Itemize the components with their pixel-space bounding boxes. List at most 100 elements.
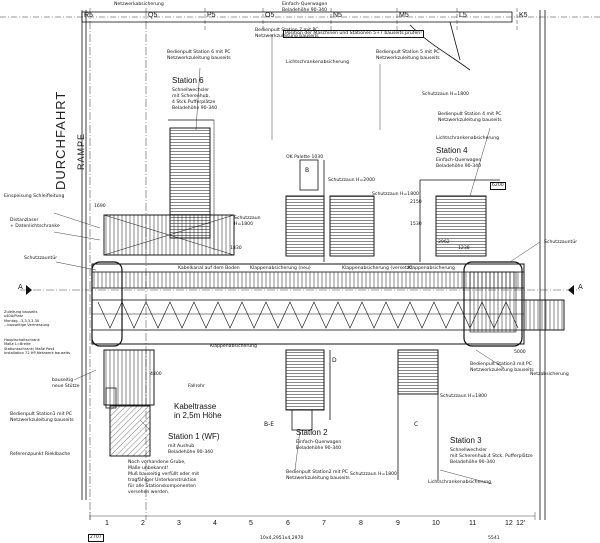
dim-4800: 4800 xyxy=(150,372,162,377)
schutzzaun-h2000: Schutzzaun H=2000 xyxy=(328,178,375,183)
klappen-label-1: Klappenabsicherung xyxy=(408,266,455,271)
pult-3-callout: Bedienpult Station3 mit PC Netzwerkzulei… xyxy=(470,362,534,373)
pult-2-callout: Bedienpult Station2 mit PC Netzwerkzulei… xyxy=(286,470,350,481)
einspeisung-callout: Einspeisung Schleifleitung xyxy=(4,194,65,199)
dim-2150: 2150 xyxy=(410,200,422,205)
station-3-desc: Schnellwechsler mit Scherenhub,4 Stck. P… xyxy=(450,448,533,465)
dim-1830: 1830 xyxy=(230,246,242,251)
bauseitig-pfeiler: bauseitig neue Stütze xyxy=(52,378,80,389)
dim-1530: 1530 xyxy=(410,222,422,227)
grid-3: 3 xyxy=(177,520,181,527)
distanzlaser-callout: Distanzlaser + Datenlichtschranke xyxy=(10,218,60,229)
grid-6: 6 xyxy=(286,520,290,527)
lichtschranke-top: Lichtschrankenabsicherung xyxy=(286,60,350,65)
station-1-title: Station 1 (WF) xyxy=(168,432,220,441)
schutzzaun-h1800-a: Schutzzaun H=1800 xyxy=(372,192,419,197)
station-7-structure xyxy=(285,159,375,262)
grid-label-k5: K5 xyxy=(519,12,528,19)
station-6-title: Station 6 xyxy=(172,76,204,85)
grid-label-o5: O5 xyxy=(265,12,275,19)
station-2-desc: Einfach-Querwagen Beladehöhe 90-340 xyxy=(296,440,342,451)
hauptschalter-block: Hauptschaltschrank Maße L=Breite Station… xyxy=(4,338,71,356)
bottom-dimension-line xyxy=(89,512,536,520)
schutzzauntuer-left: Schutzzauntür xyxy=(24,256,58,261)
station-6-desc: Schnellwechsler mit Scherenhub, 4 Stck.P… xyxy=(172,88,218,111)
station-1-structure xyxy=(103,349,155,457)
top-cut-label: Einfach-Querwagen Beladehöhe 90-340 xyxy=(282,2,328,13)
grid-4: 4 xyxy=(213,520,217,527)
station-1-desc: mit Aushub Beladehöhe 90-340 xyxy=(168,444,214,455)
grube-note: Noch vorhandene Grube, Maße unbekannt! M… xyxy=(128,460,200,495)
klappen-neu-label: Klappenabsicherung (neu) xyxy=(250,266,311,271)
section-d: D xyxy=(332,357,337,364)
grid-2: 2 xyxy=(141,520,145,527)
grid-label-r5: R5 xyxy=(84,12,93,19)
dim-6200: 6200 xyxy=(490,182,506,190)
bottom-code-left: 2707 xyxy=(88,534,104,542)
grid-8: 8 xyxy=(359,520,363,527)
grid-12-prime: 12' xyxy=(516,520,526,527)
pult-4-callout: Bedienpult Station 4 mit PC Netzwerkzule… xyxy=(438,112,502,123)
dim-1238: 1238 xyxy=(458,246,470,251)
leader-lines xyxy=(53,34,541,485)
right-exit-conveyor xyxy=(523,299,565,331)
top-netzwerk-label: Netzwerkabsicherung xyxy=(114,2,164,7)
station-4-title: Station 4 xyxy=(436,146,468,155)
grid-9: 9 xyxy=(396,520,400,527)
grid-5: 5 xyxy=(249,520,253,527)
pult-1-callout: Bedienpult Station1 mit PC Netzwerkzulei… xyxy=(10,412,74,423)
pult-5-callout: Bedienpult Station 5 mit PC Netzwerkzule… xyxy=(376,50,440,61)
zuleitung-block: Zuleitung bauseits x40A/Platz Montag...3… xyxy=(4,310,50,328)
building-outline xyxy=(81,10,546,520)
station-3-title: Station 3 xyxy=(450,436,482,445)
grid-label-n5: N5 xyxy=(333,12,342,19)
main-conveyor xyxy=(20,261,580,347)
section-b-e: B-E xyxy=(264,421,275,428)
schutzzaun-h1800-d: Schutzzaun H=1800 xyxy=(350,472,397,477)
dim-1690: 1690 xyxy=(94,204,106,209)
station-6-structure xyxy=(103,119,235,256)
grid-label-q5: Q5 xyxy=(148,12,158,19)
bottom-code-middle: 10x4,2951x4,2970 xyxy=(260,536,304,541)
fallrohr-label: Fallrohr xyxy=(188,384,205,389)
grid-label-p5: P5 xyxy=(207,12,216,19)
kabeltrasse-label: Kabeltrasse in 2,5m Höhe xyxy=(174,402,222,420)
dim-2962: 2962 xyxy=(438,240,450,245)
grid-1: 1 xyxy=(105,520,109,527)
schutzzaun-h1800-c: Schutzzaun H=1800 xyxy=(440,394,487,399)
street-label: DURCHFAHRT xyxy=(53,90,68,190)
kabelkanal-label: Kabelkanal auf dem Boden xyxy=(178,266,240,271)
grid-11: 11 xyxy=(469,520,477,527)
section-b: B xyxy=(305,167,310,174)
station-2-structure xyxy=(285,349,331,431)
pult-7-callout: Bedienpult Station 7 mit PC Netzwerkzule… xyxy=(255,28,319,39)
grid-7: 7 xyxy=(322,520,326,527)
position-note: Position der Maschinen und Stationen 5+7… xyxy=(283,30,425,38)
station-2-title: Station 2 xyxy=(296,428,328,437)
section-markers xyxy=(26,285,574,295)
section-a-right: A xyxy=(578,283,583,291)
schutzzaun-left: Schutzzaun H=1800 xyxy=(234,216,261,227)
station-3-structure xyxy=(397,349,439,480)
schutzzauntuer-right: Schutzzauntür xyxy=(544,240,578,245)
grid-label-l5: L5 xyxy=(459,12,467,19)
ramp-label: RAMPE xyxy=(76,132,86,170)
station-4-structure xyxy=(419,179,500,262)
lichtschranke-bottom: Lichtschrankenabsicherung xyxy=(428,480,492,485)
ok-palette-label: OK Palette 1030 xyxy=(286,155,324,160)
section-c: C xyxy=(414,421,419,428)
grid-10: 10 xyxy=(432,520,440,527)
section-a-left: A xyxy=(18,283,23,291)
klappen-label-2: Klappenabsicherung xyxy=(210,344,257,349)
referenzpunkt-label: Referenzpunkt Rieklbache xyxy=(10,452,71,457)
grid-label-m5: M5 xyxy=(399,12,409,19)
lichtschranke-right: Lichtschrankenabsicherung xyxy=(436,136,500,141)
grid-12: 12 xyxy=(505,520,513,527)
dim-5000: 5000 xyxy=(514,350,526,355)
station-4-desc: Einfach-Querwagen Beladehöhe 90-340 xyxy=(436,158,482,169)
netzabsicherung-label: Netzabsicherung xyxy=(530,372,569,377)
schutzzaun-h1800-b: Schutzzaun H=1800 xyxy=(422,92,469,97)
bottom-code-right: 5541 xyxy=(488,536,500,541)
